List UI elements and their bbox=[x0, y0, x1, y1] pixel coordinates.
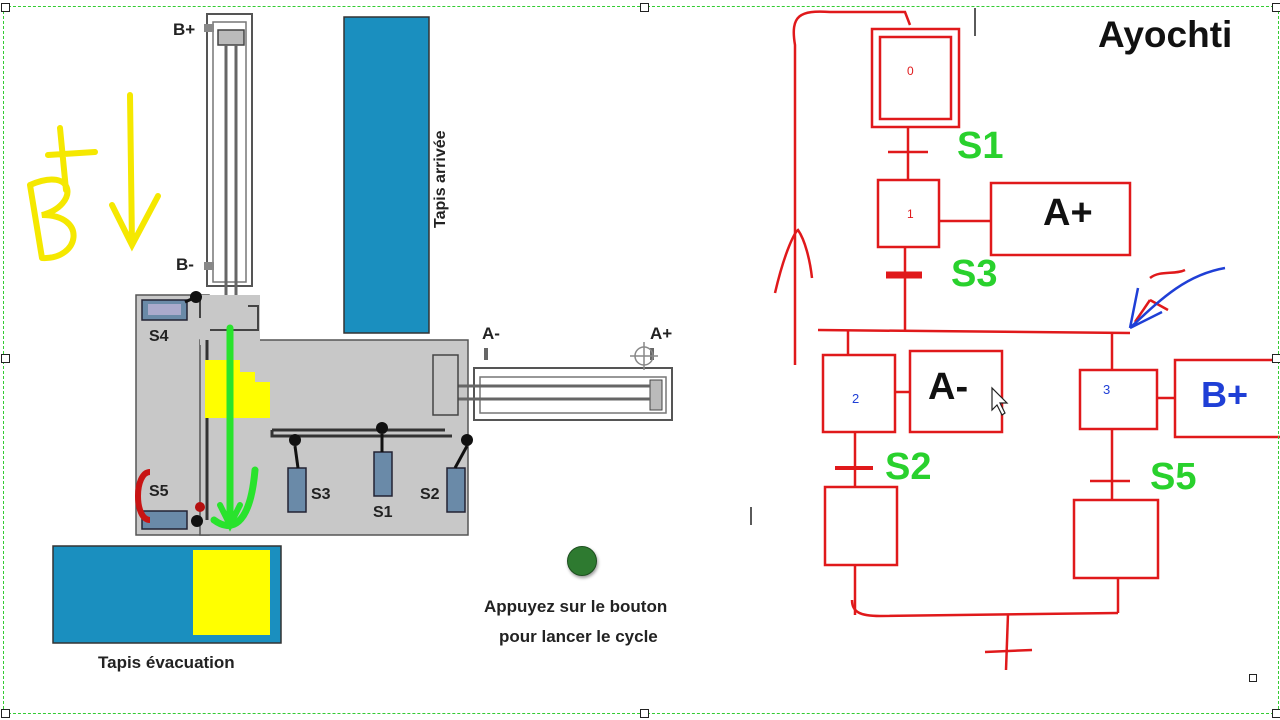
resize-handle[interactable] bbox=[1, 3, 10, 12]
start-instruction-line2: pour lancer le cycle bbox=[499, 627, 658, 646]
yellow-part bbox=[205, 360, 270, 418]
piece-on-belt bbox=[193, 550, 270, 635]
grafcet-step-3: 3 bbox=[1103, 382, 1111, 397]
mouse-cursor-icon bbox=[991, 386, 1009, 416]
handwritten-down-arrow bbox=[109, 92, 161, 252]
grafcet-action-a-plus: A+ bbox=[1043, 192, 1093, 234]
resize-handle[interactable] bbox=[640, 709, 649, 718]
label-b-minus: B- bbox=[176, 255, 194, 274]
label-s3: S3 bbox=[311, 486, 331, 503]
label-a-plus: A+ bbox=[650, 324, 673, 343]
resize-handle[interactable] bbox=[1272, 709, 1280, 718]
label-s5: S5 bbox=[149, 483, 169, 500]
grafcet-step-1: 1 bbox=[907, 207, 914, 221]
resize-handle[interactable] bbox=[1272, 354, 1280, 363]
grafcet-step-2: 2 bbox=[852, 391, 860, 406]
resize-handle[interactable] bbox=[1, 709, 10, 718]
resize-handle[interactable] bbox=[1, 354, 10, 363]
start-cycle-button[interactable] bbox=[567, 546, 597, 576]
cylinder-b bbox=[204, 13, 253, 318]
highlight-path bbox=[210, 324, 259, 529]
transition-s3: S3 bbox=[951, 253, 998, 295]
grafcet-action-a-minus: A- bbox=[928, 366, 969, 408]
label-b-plus: B+ bbox=[173, 20, 196, 39]
cylinder-a bbox=[432, 342, 673, 421]
label-s2: S2 bbox=[420, 486, 440, 503]
machine-left-block bbox=[135, 294, 210, 536]
handwritten-b-plus bbox=[27, 125, 98, 262]
sensor-s1-shape bbox=[373, 422, 393, 497]
tapis-arrivee-belt bbox=[343, 16, 430, 334]
grafcet-action-b-plus: B+ bbox=[1201, 374, 1249, 415]
label-tapis-evacuation: Tapis évacuation bbox=[98, 653, 235, 672]
transition-s5: S5 bbox=[1150, 456, 1197, 498]
transition-s2: S2 bbox=[885, 446, 932, 488]
watermark: Ayochti bbox=[1098, 14, 1233, 55]
label-s1: S1 bbox=[373, 504, 393, 521]
grafcet-step-0: 0 bbox=[907, 64, 914, 78]
small-handle[interactable] bbox=[1249, 674, 1257, 682]
tapis-arrivee-text: Tapis arrivée bbox=[432, 130, 449, 228]
start-instruction-line1: Appuyez sur le bouton bbox=[484, 597, 668, 616]
sensor-s5-shape bbox=[135, 469, 205, 530]
label-s4: S4 bbox=[149, 328, 169, 345]
label-a-minus: A- bbox=[482, 324, 500, 343]
sensor-s4-shape bbox=[141, 291, 202, 321]
handwritten-blue-arrow bbox=[1128, 266, 1226, 330]
resize-handle[interactable] bbox=[640, 3, 649, 12]
sensor-s2-shape bbox=[446, 434, 473, 513]
transition-s1: S1 bbox=[957, 125, 1004, 167]
sensor-s3-shape bbox=[287, 434, 307, 513]
grafcet bbox=[773, 10, 1280, 671]
resize-handle[interactable] bbox=[1272, 3, 1280, 12]
